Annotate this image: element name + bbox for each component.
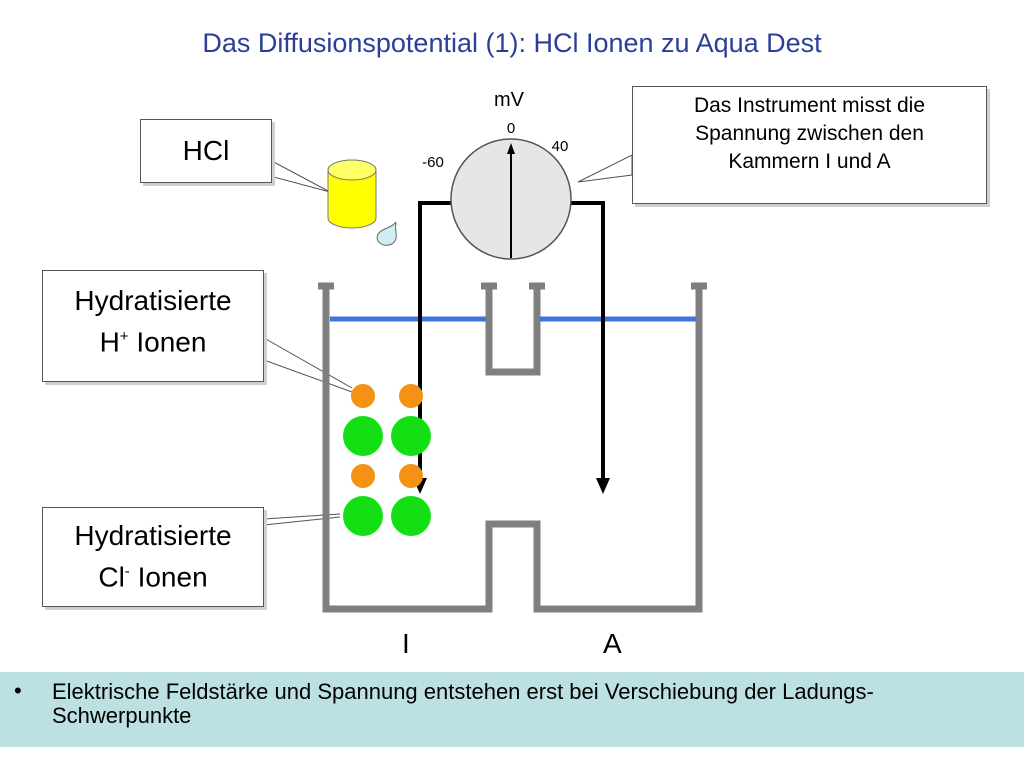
cl-ion [343, 416, 383, 456]
cl-ion [343, 496, 383, 536]
cl-ion-label-box: Hydratisierte Cl- Ionen [42, 507, 264, 607]
bullet-bar: • Elektrische Feldstärke und Spannung en… [0, 672, 1024, 747]
cl-ion [391, 416, 431, 456]
hcl-beaker [327, 159, 377, 229]
hplus-label-line1: Hydratisierte [74, 285, 232, 316]
instrument-info-box: Das Instrument misst die Spannung zwisch… [632, 86, 987, 204]
cl-label-line1: Hydratisierte [74, 520, 232, 551]
hplus-ion [399, 464, 423, 488]
electrode-wires [418, 201, 605, 480]
instrument-text-line1: Das Instrument misst die [693, 94, 926, 117]
cl-label-line2: Cl- Ionen [43, 554, 263, 595]
cl-charge: - [124, 563, 130, 580]
hplus-ion [399, 384, 423, 408]
left-electrode [418, 201, 455, 480]
hcl-label-box: HCl [140, 119, 272, 183]
instrument-pointer [577, 154, 633, 183]
tick-label-negative: -60 [422, 154, 444, 171]
bullet-icon: • [14, 678, 22, 703]
tick-label-zero: 0 [507, 120, 515, 137]
hcl-label: HCl [182, 135, 230, 166]
cl-ion-symbol: Cl [98, 561, 125, 593]
page-title: Das Diffusionspotential (1): HCl Ionen z… [202, 28, 822, 58]
hplus-ion-symbol: H [99, 326, 120, 358]
instrument-text-line2: Spannung zwischen den [695, 122, 924, 145]
right-electrode [568, 201, 605, 480]
right-electrode-tip [596, 478, 610, 494]
callout-pointers [263, 154, 633, 526]
voltmeter-unit: mV [494, 89, 525, 111]
hcl-pointer [269, 159, 331, 193]
voltmeter-needle-tip [507, 143, 515, 154]
hplus-ion [351, 384, 375, 408]
droplet-icon [376, 221, 397, 246]
chamber-label-right: A [603, 628, 622, 659]
vessel [318, 282, 707, 613]
cl-ion [391, 496, 431, 536]
cl-label-rest: Ionen [129, 561, 208, 593]
voltmeter: mV 0 40 -60 [422, 89, 572, 260]
hplus-pointer [263, 337, 353, 389]
hplus-charge: + [119, 328, 129, 345]
hplus-label-line2: H+ Ionen [43, 319, 263, 360]
tick-label-positive: 40 [552, 138, 569, 155]
bullet-text: Elektrische Feldstärke und Spannung ents… [52, 679, 874, 728]
chamber-label-left: I [402, 628, 410, 659]
hplus-pointer-2 [263, 359, 353, 393]
hplus-ion-label-box: Hydratisierte H+ Ionen [42, 270, 264, 382]
diffusion-diagram: mV 0 40 -60 [263, 89, 707, 613]
hplus-ion [351, 464, 375, 488]
ions [343, 384, 431, 536]
hplus-label-rest: Ionen [128, 326, 207, 358]
instrument-text-line3: Kammern I und A [728, 150, 891, 173]
